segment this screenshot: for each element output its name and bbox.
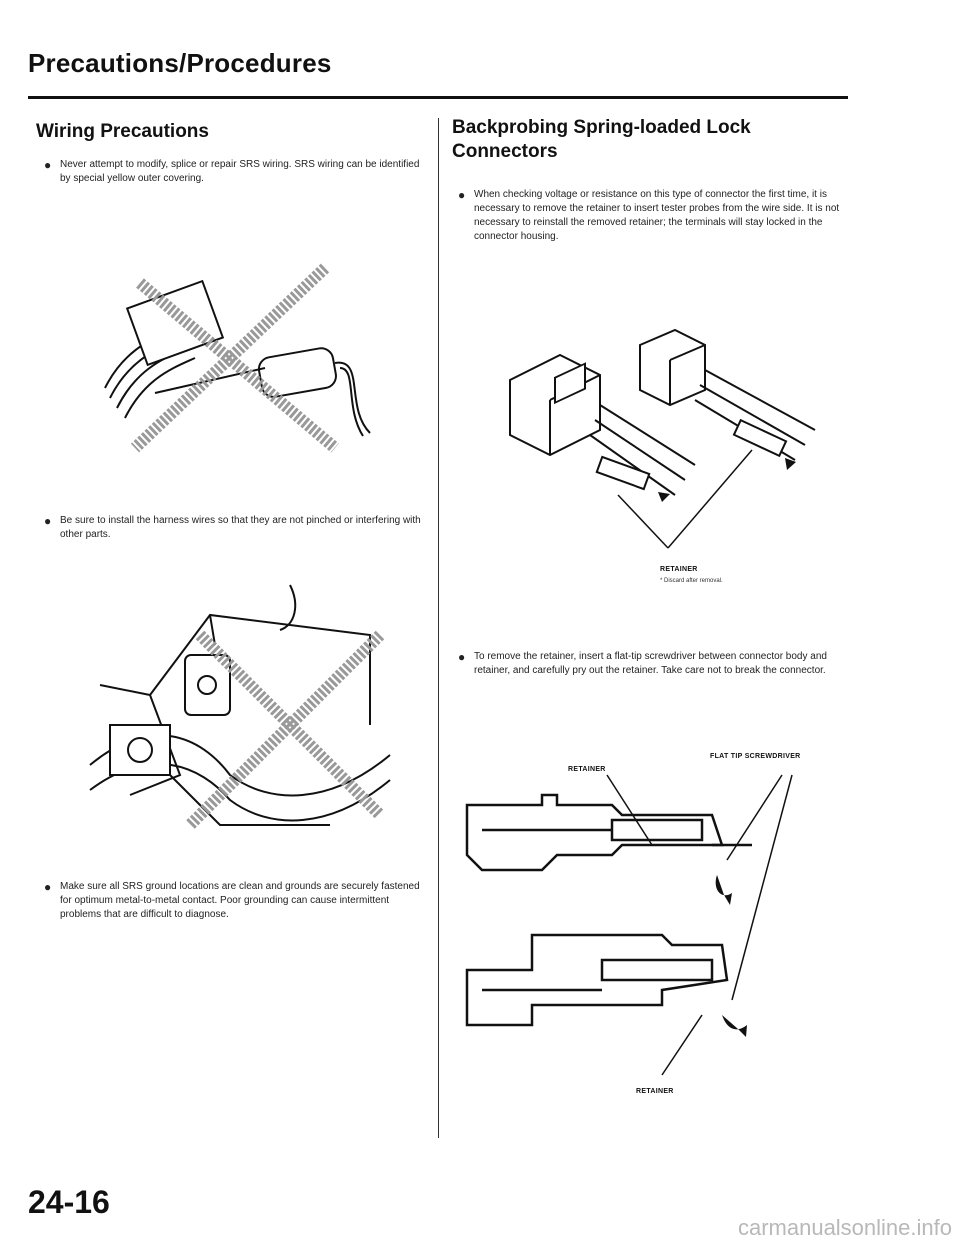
retainer-label-top: RETAINER	[568, 766, 606, 773]
retainer-label: RETAINER	[660, 566, 698, 573]
retainer-removal-illustration	[465, 774, 793, 1076]
bullet-backprobing-1: ● When checking voltage or resistance on…	[456, 188, 854, 244]
column-divider	[438, 118, 439, 1138]
harness-pinched-illustration	[89, 584, 391, 830]
bullet-text: Be sure to install the harness wires so …	[60, 515, 421, 540]
bullet-dot-icon: ●	[458, 188, 466, 202]
bullet-backprobing-2: ● To remove the retainer, insert a flat-…	[456, 650, 854, 678]
bullet-dot-icon: ●	[44, 880, 52, 894]
wiring-splice-illustration	[104, 263, 371, 453]
flat-tip-screwdriver-label: FLAT TIP SCREWDRIVER	[710, 753, 801, 760]
header-rule	[28, 96, 848, 99]
bullet-text: Never attempt to modify, splice or repai…	[60, 159, 420, 184]
bullet-wiring-1: ● Never attempt to modify, splice or rep…	[42, 158, 432, 186]
bullet-text: To remove the retainer, insert a flat-ti…	[474, 651, 827, 676]
bullet-wiring-3: ● Make sure all SRS ground locations are…	[42, 880, 432, 922]
section-title-wiring-precautions: Wiring Precautions	[36, 121, 209, 142]
bullet-dot-icon: ●	[458, 650, 466, 664]
page-number: 24-16	[28, 1184, 110, 1220]
bullet-text: When checking voltage or resistance on t…	[474, 189, 840, 242]
page-title: Precautions/Procedures	[28, 48, 332, 78]
bullet-dot-icon: ●	[44, 514, 52, 528]
bullet-dot-icon: ●	[44, 158, 52, 172]
bullet-text: Make sure all SRS ground locations are c…	[60, 881, 420, 920]
watermark: carmanualsonline.info	[737, 1215, 952, 1240]
discard-note: * Discard after removal.	[660, 578, 723, 584]
bullet-wiring-2: ● Be sure to install the harness wires s…	[42, 514, 432, 542]
retainer-label-bottom: RETAINER	[636, 1088, 674, 1095]
spring-lock-connector-illustration	[509, 328, 816, 549]
section-title-backprobing: Backprobing Spring-loaded Lock Connector…	[452, 117, 751, 162]
